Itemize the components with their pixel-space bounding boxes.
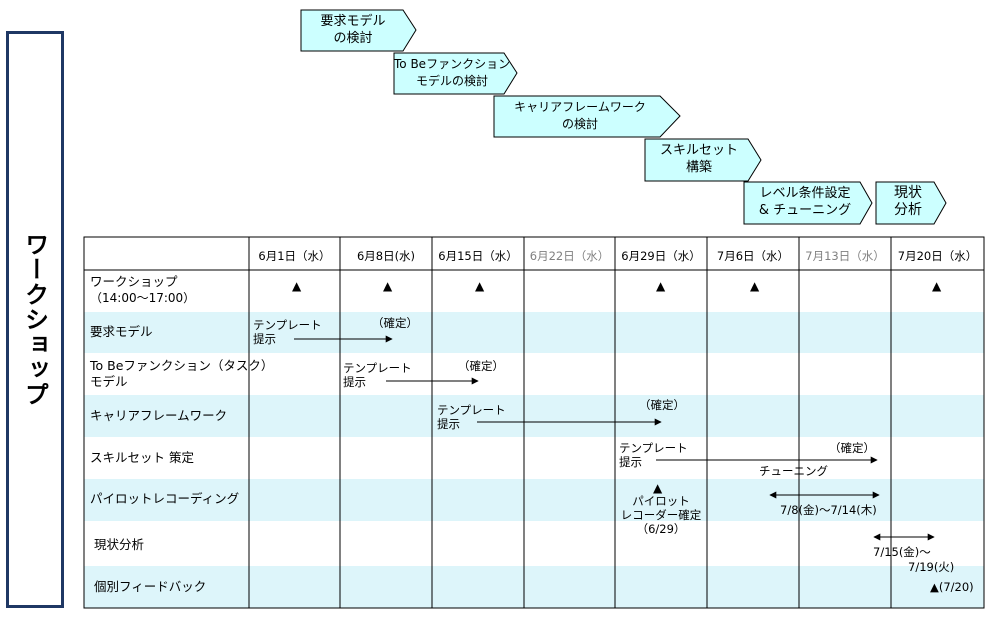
note-confirmed-yokyu: （確定） (372, 316, 418, 330)
row-stripe-6 (84, 479, 984, 521)
row-label-workshop-line1: ワークショップ (90, 274, 178, 289)
row-label-yokyu-model: 要求モデル (90, 324, 153, 339)
phase-chevron-3 (493, 95, 681, 138)
note-template-career-line1: テンプレート (437, 403, 506, 417)
phase-label-2: To Beファンクションモデルの検討 (394, 56, 510, 90)
phase-label-4: スキルセット構築 (647, 142, 751, 176)
note-pilot-line1: パイロット (632, 494, 690, 508)
note-template-tobe-line1: テンプレート (343, 361, 412, 375)
date-header-2: 6月8日(水) (356, 249, 416, 263)
note-template-yokyu: テンプレート提示 (253, 318, 322, 346)
row-stripe-8 (84, 566, 984, 608)
note-template-career: テンプレート提示 (437, 403, 506, 431)
row-label-current-analysis: 現状分析 (94, 537, 145, 552)
note-pilot-line3: （6/29） (636, 522, 686, 536)
phase-label-1: 要求モデルの検討 (303, 13, 403, 47)
phase-label-5: レベル条件設定 & チューニング (746, 185, 864, 219)
pilot-marker: ▲ (653, 481, 663, 495)
phase-label-3: キャリアフレームワークの検討 (500, 99, 660, 133)
phase-4-line2: 構築 (685, 160, 712, 175)
phase-5-line1: レベル条件設定 (759, 186, 851, 201)
note-template-skillset: テンプレート提示 (619, 441, 688, 469)
date-header-6: 7月6日（水） (716, 249, 790, 263)
row-stripe-2 (84, 312, 984, 353)
phase-6-line2: 分析 (894, 202, 922, 218)
note-template-skillset-line2: 提示 (619, 455, 642, 469)
note-current-range-1: 7/15(金)～ (873, 545, 931, 559)
phase-1-line2: の検討 (333, 31, 373, 46)
row-label-skillset: スキルセット 策定 (90, 450, 194, 465)
phase-4-line1: スキルセット (659, 143, 738, 158)
note-feedback: ▲(7/20) (930, 580, 974, 594)
phase-chevron-4 (644, 138, 762, 182)
phase-1-line1: 要求モデル (320, 14, 386, 29)
phase-5-line2: & チューニング (758, 203, 852, 218)
note-template-tobe: テンプレート提示 (343, 361, 412, 389)
workshop-marker-3: ▲ (475, 279, 485, 293)
row-stripe-4 (84, 395, 984, 437)
note-tuning: チューニング (759, 464, 828, 478)
date-header-5: 6月29日（水） (621, 249, 701, 263)
workshop-marker-5: ▲ (656, 279, 666, 293)
row-label-tobe-line1: To Beファンクション（タスク） (90, 358, 274, 373)
date-header-8: 7月20日（水） (897, 249, 978, 263)
date-header-4: 6月22日（水） (529, 249, 610, 263)
row-label-tobe-line2: モデル (90, 374, 128, 389)
note-current-range-2: 7/19(火) (908, 560, 955, 574)
phase-chevrons (300, 9, 947, 225)
row-label-workshop: ワークショップ （14:00～17:00） (90, 274, 195, 306)
workshop-title: ワークショップ (20, 232, 49, 407)
phase-3-line1: キャリアフレームワーク (514, 100, 646, 114)
workshop-title-box: ワークショップ (6, 31, 64, 608)
phase-label-6: 現状分析 (878, 185, 938, 219)
table-frame (83, 236, 985, 609)
note-confirmed-tobe: （確定） (458, 359, 504, 373)
row-label-career-framework: キャリアフレームワーク (90, 408, 228, 423)
row-label-pilot-recording: パイロットレコーディング (90, 491, 240, 506)
phase-chevron-6 (875, 181, 947, 225)
note-template-yokyu-line1: テンプレート (253, 318, 322, 332)
workshop-marker-8: ▲ (932, 279, 942, 293)
row-label-workshop-line2: （14:00～17:00） (90, 291, 196, 305)
note-template-tobe-line2: 提示 (343, 375, 366, 389)
note-template-skillset-line1: テンプレート (619, 441, 688, 455)
workshop-marker-2: ▲ (383, 279, 393, 293)
note-pilot-line2: レコーダー確定 (620, 508, 702, 522)
row-label-feedback: 個別フィードバック (94, 579, 207, 594)
workshop-marker-6: ▲ (750, 279, 760, 293)
phase-6-line1: 現状 (894, 185, 922, 201)
note-pilot: パイロットレコーダー確定（6/29） (611, 494, 711, 536)
phase-chevron-2 (393, 52, 518, 95)
phase-chevron-5 (743, 181, 873, 225)
phase-2-line2: モデルの検討 (415, 74, 488, 88)
date-header-1: 6月1日（水） (258, 249, 331, 263)
phase-2-line1: To Beファンクション (394, 57, 511, 71)
phase-chevron-1 (300, 9, 417, 52)
note-template-career-line2: 提示 (437, 417, 460, 431)
date-header-3: 6月15日（水） (438, 249, 518, 263)
note-template-yokyu-line2: 提示 (253, 332, 276, 346)
workshop-marker-1: ▲ (292, 279, 302, 293)
note-confirmed-skillset: （確定） (829, 441, 875, 455)
note-pilot-range: 7/8(金)～7/14(木) (780, 503, 877, 517)
date-header-7: 7月13日（水） (805, 249, 885, 263)
note-confirmed-career: （確定） (639, 398, 685, 412)
row-label-tobe-model: To Beファンクション（タスク）モデル (90, 358, 273, 390)
phase-3-line2: の検討 (561, 117, 598, 131)
